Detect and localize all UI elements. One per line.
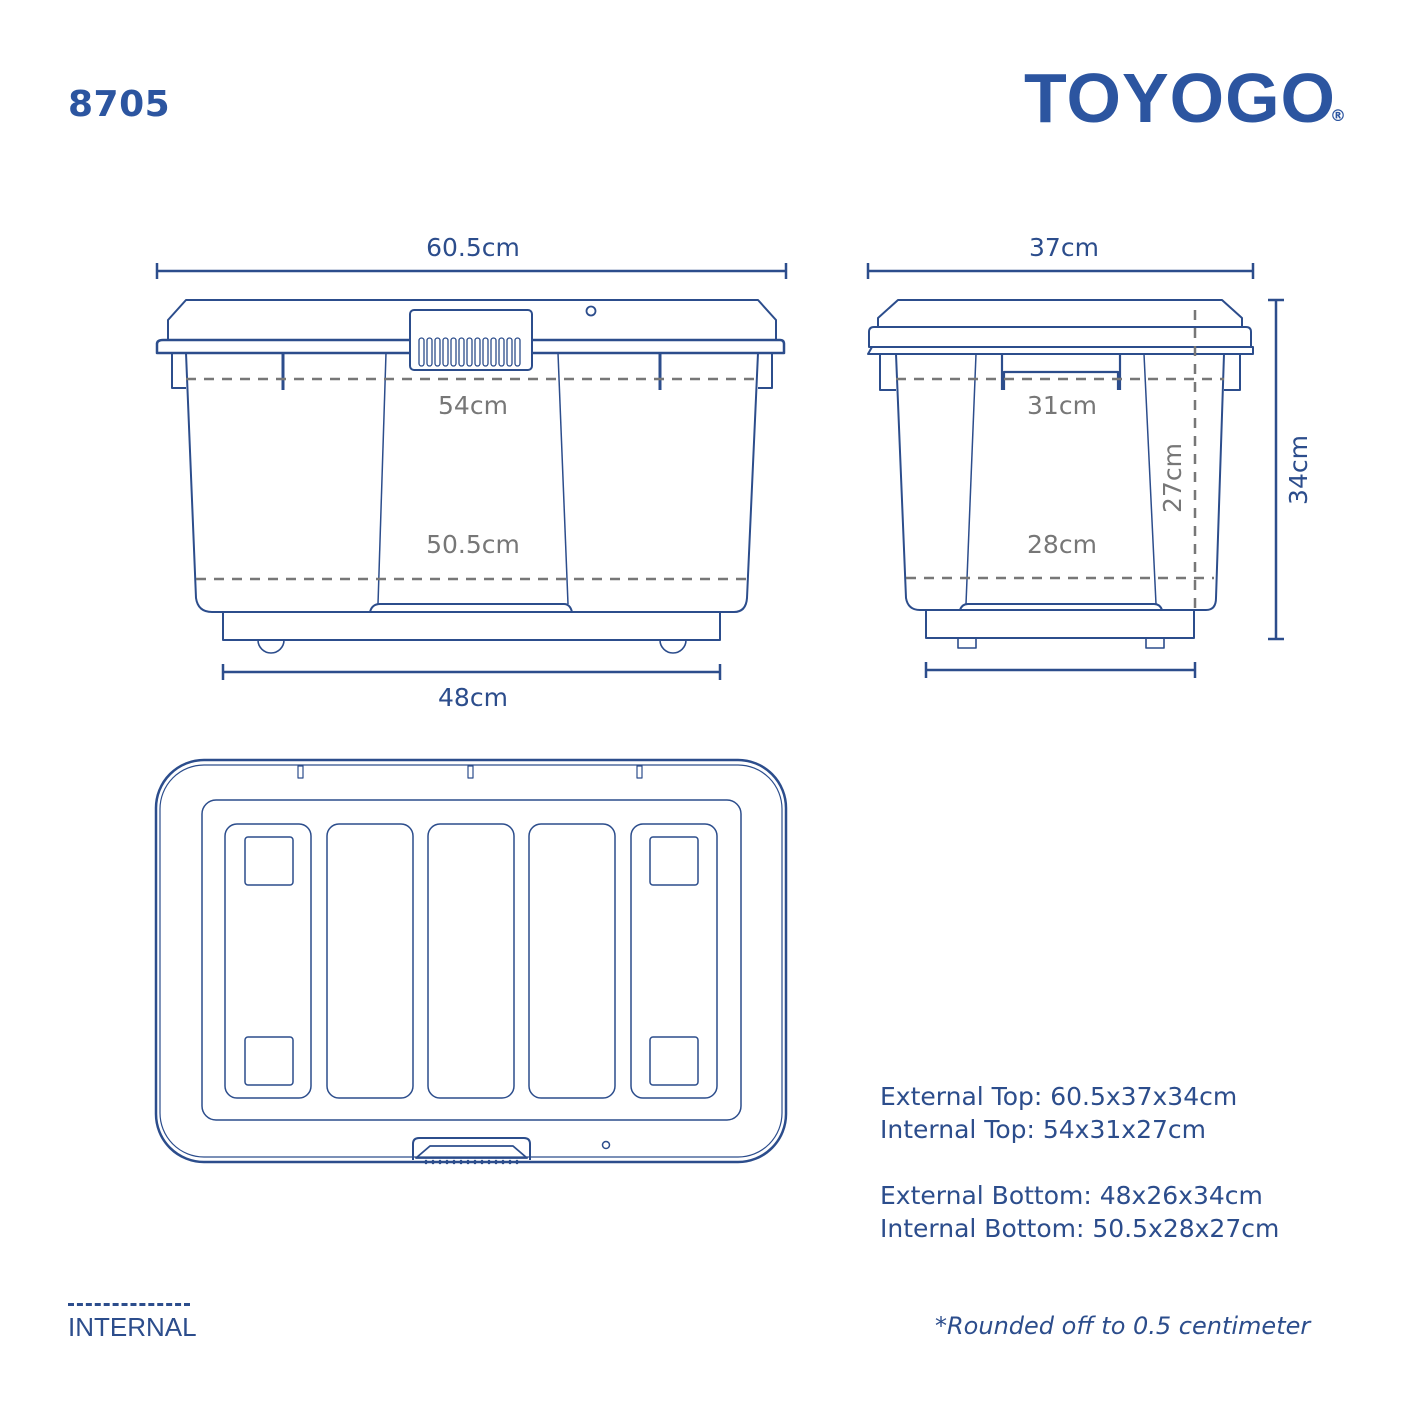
side-bottom-dimension-line bbox=[924, 662, 1197, 678]
front-bottom-dimension-line bbox=[221, 664, 722, 680]
front-wheel-left bbox=[257, 639, 285, 654]
side-body bbox=[895, 353, 1225, 611]
side-top-width-label: 37cm bbox=[1029, 233, 1099, 262]
top-latch bbox=[412, 1137, 531, 1160]
latch-grip-ribs bbox=[418, 337, 521, 367]
front-base bbox=[222, 611, 721, 641]
side-handle bbox=[1000, 354, 1122, 390]
front-latch bbox=[409, 309, 533, 371]
internal-dashed-lines bbox=[186, 310, 1224, 610]
legend-internal-label: INTERNAL bbox=[68, 1312, 197, 1342]
rounding-footnote: *Rounded off to 0.5 centimeter bbox=[935, 1312, 1311, 1340]
brand-logo: TOYOGO bbox=[1024, 59, 1336, 137]
spec-external-bottom: External Bottom: 48x26x34cm bbox=[880, 1181, 1263, 1210]
side-external-height-label: 34cm bbox=[1284, 435, 1313, 505]
front-internal-top-label: 54cm bbox=[438, 391, 508, 420]
model-number: 8705 bbox=[68, 84, 171, 125]
front-bottom-width-label: 48cm bbox=[438, 683, 508, 712]
spec-internal-top: Internal Top: 54x31x27cm bbox=[880, 1115, 1206, 1144]
spec-external-top: External Top: 60.5x37x34cm bbox=[880, 1082, 1238, 1111]
front-body bbox=[185, 352, 759, 613]
front-internal-bottom-label: 50.5cm bbox=[426, 530, 520, 559]
front-wheel-right bbox=[659, 639, 687, 654]
front-top-width-label: 60.5cm bbox=[426, 233, 520, 262]
top-lid-outline bbox=[154, 758, 788, 1164]
side-base bbox=[925, 609, 1195, 639]
front-top-dimension-line bbox=[155, 263, 788, 279]
side-internal-height-label: 27cm bbox=[1158, 443, 1187, 513]
spec-internal-bottom: Internal Bottom: 50.5x28x27cm bbox=[880, 1214, 1280, 1243]
latch-teeth bbox=[424, 1159, 519, 1165]
front-view bbox=[155, 263, 788, 680]
legend-dashed-line-icon bbox=[68, 1303, 190, 1306]
dimension-specs: External Top: 60.5x37x34cm Internal Top:… bbox=[880, 1080, 1279, 1245]
side-internal-top-label: 31cm bbox=[1027, 391, 1097, 420]
registered-trademark-icon: ® bbox=[1330, 106, 1346, 125]
side-internal-bottom-label: 28cm bbox=[1027, 530, 1097, 559]
top-compartments bbox=[224, 823, 718, 1099]
top-view bbox=[154, 758, 788, 1165]
side-top-dimension-line bbox=[866, 263, 1255, 279]
side-lid bbox=[877, 299, 1243, 328]
side-view bbox=[866, 263, 1284, 678]
top-inner-panel bbox=[201, 799, 742, 1121]
side-height-dimension-line bbox=[1268, 298, 1284, 641]
